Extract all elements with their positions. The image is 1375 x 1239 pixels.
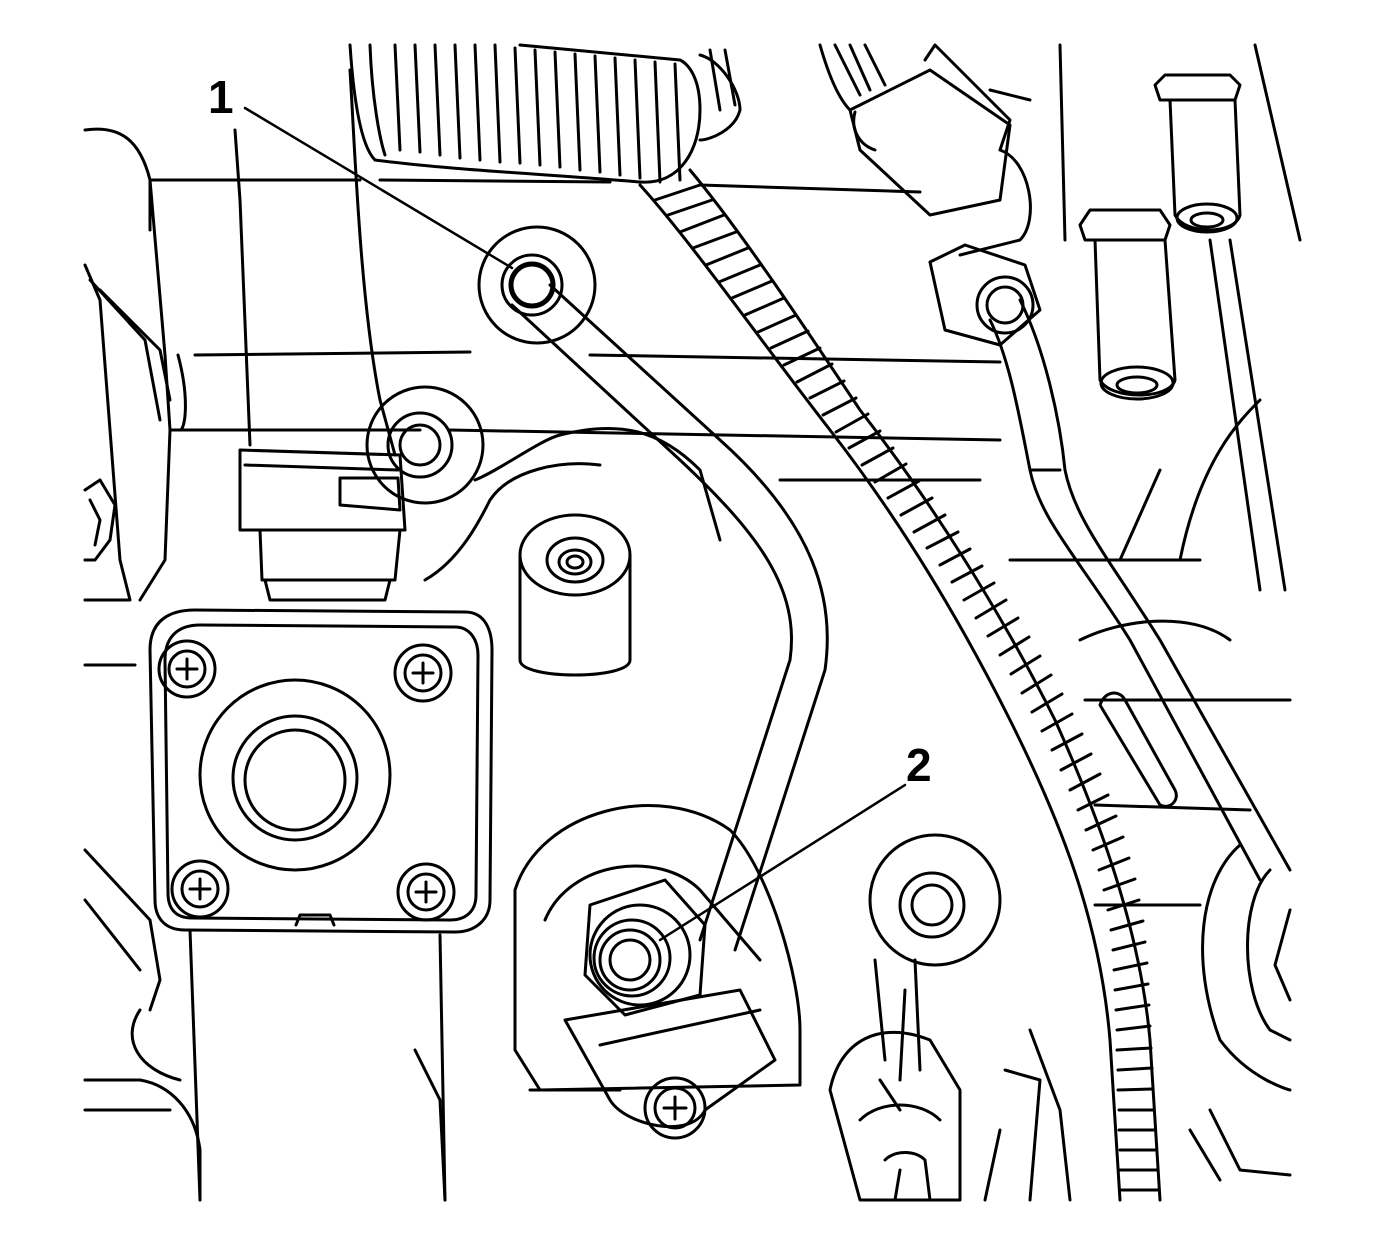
left-hex-bolt <box>85 480 115 560</box>
housing-screw-bottom-right <box>398 864 454 920</box>
callout-leaders <box>245 108 905 940</box>
right-casting-slot <box>1080 400 1290 1090</box>
metal-pipe <box>512 265 827 950</box>
casting-boss-mid <box>367 387 720 580</box>
leader-line-1 <box>245 108 512 268</box>
link-rod <box>830 835 1000 1200</box>
callout-label-1: 1 <box>208 71 234 123</box>
threaded-standoff <box>520 515 630 675</box>
housing-screw-bottom-left <box>172 861 228 917</box>
lower-fitting-bracket <box>515 806 800 1127</box>
housing-screw-top-left <box>159 641 215 697</box>
right-pipe-fitting <box>930 245 1290 880</box>
housing-stem <box>190 930 445 1200</box>
corrugated-sensor-cable <box>640 170 1160 1200</box>
casting-boss-upper <box>479 227 595 343</box>
upper-right-connector <box>820 45 1065 255</box>
housing-screw-top-right <box>395 645 451 701</box>
bracket-screw <box>645 1078 705 1138</box>
callout-label-2: 2 <box>906 739 932 791</box>
leader-line-2 <box>660 785 905 940</box>
wiring-harness-conduit <box>350 45 740 182</box>
sensor-housing <box>150 610 492 932</box>
vertical-cap-right <box>1155 45 1300 590</box>
coolant-hose <box>235 70 405 600</box>
vertical-cap-left <box>1080 210 1175 399</box>
